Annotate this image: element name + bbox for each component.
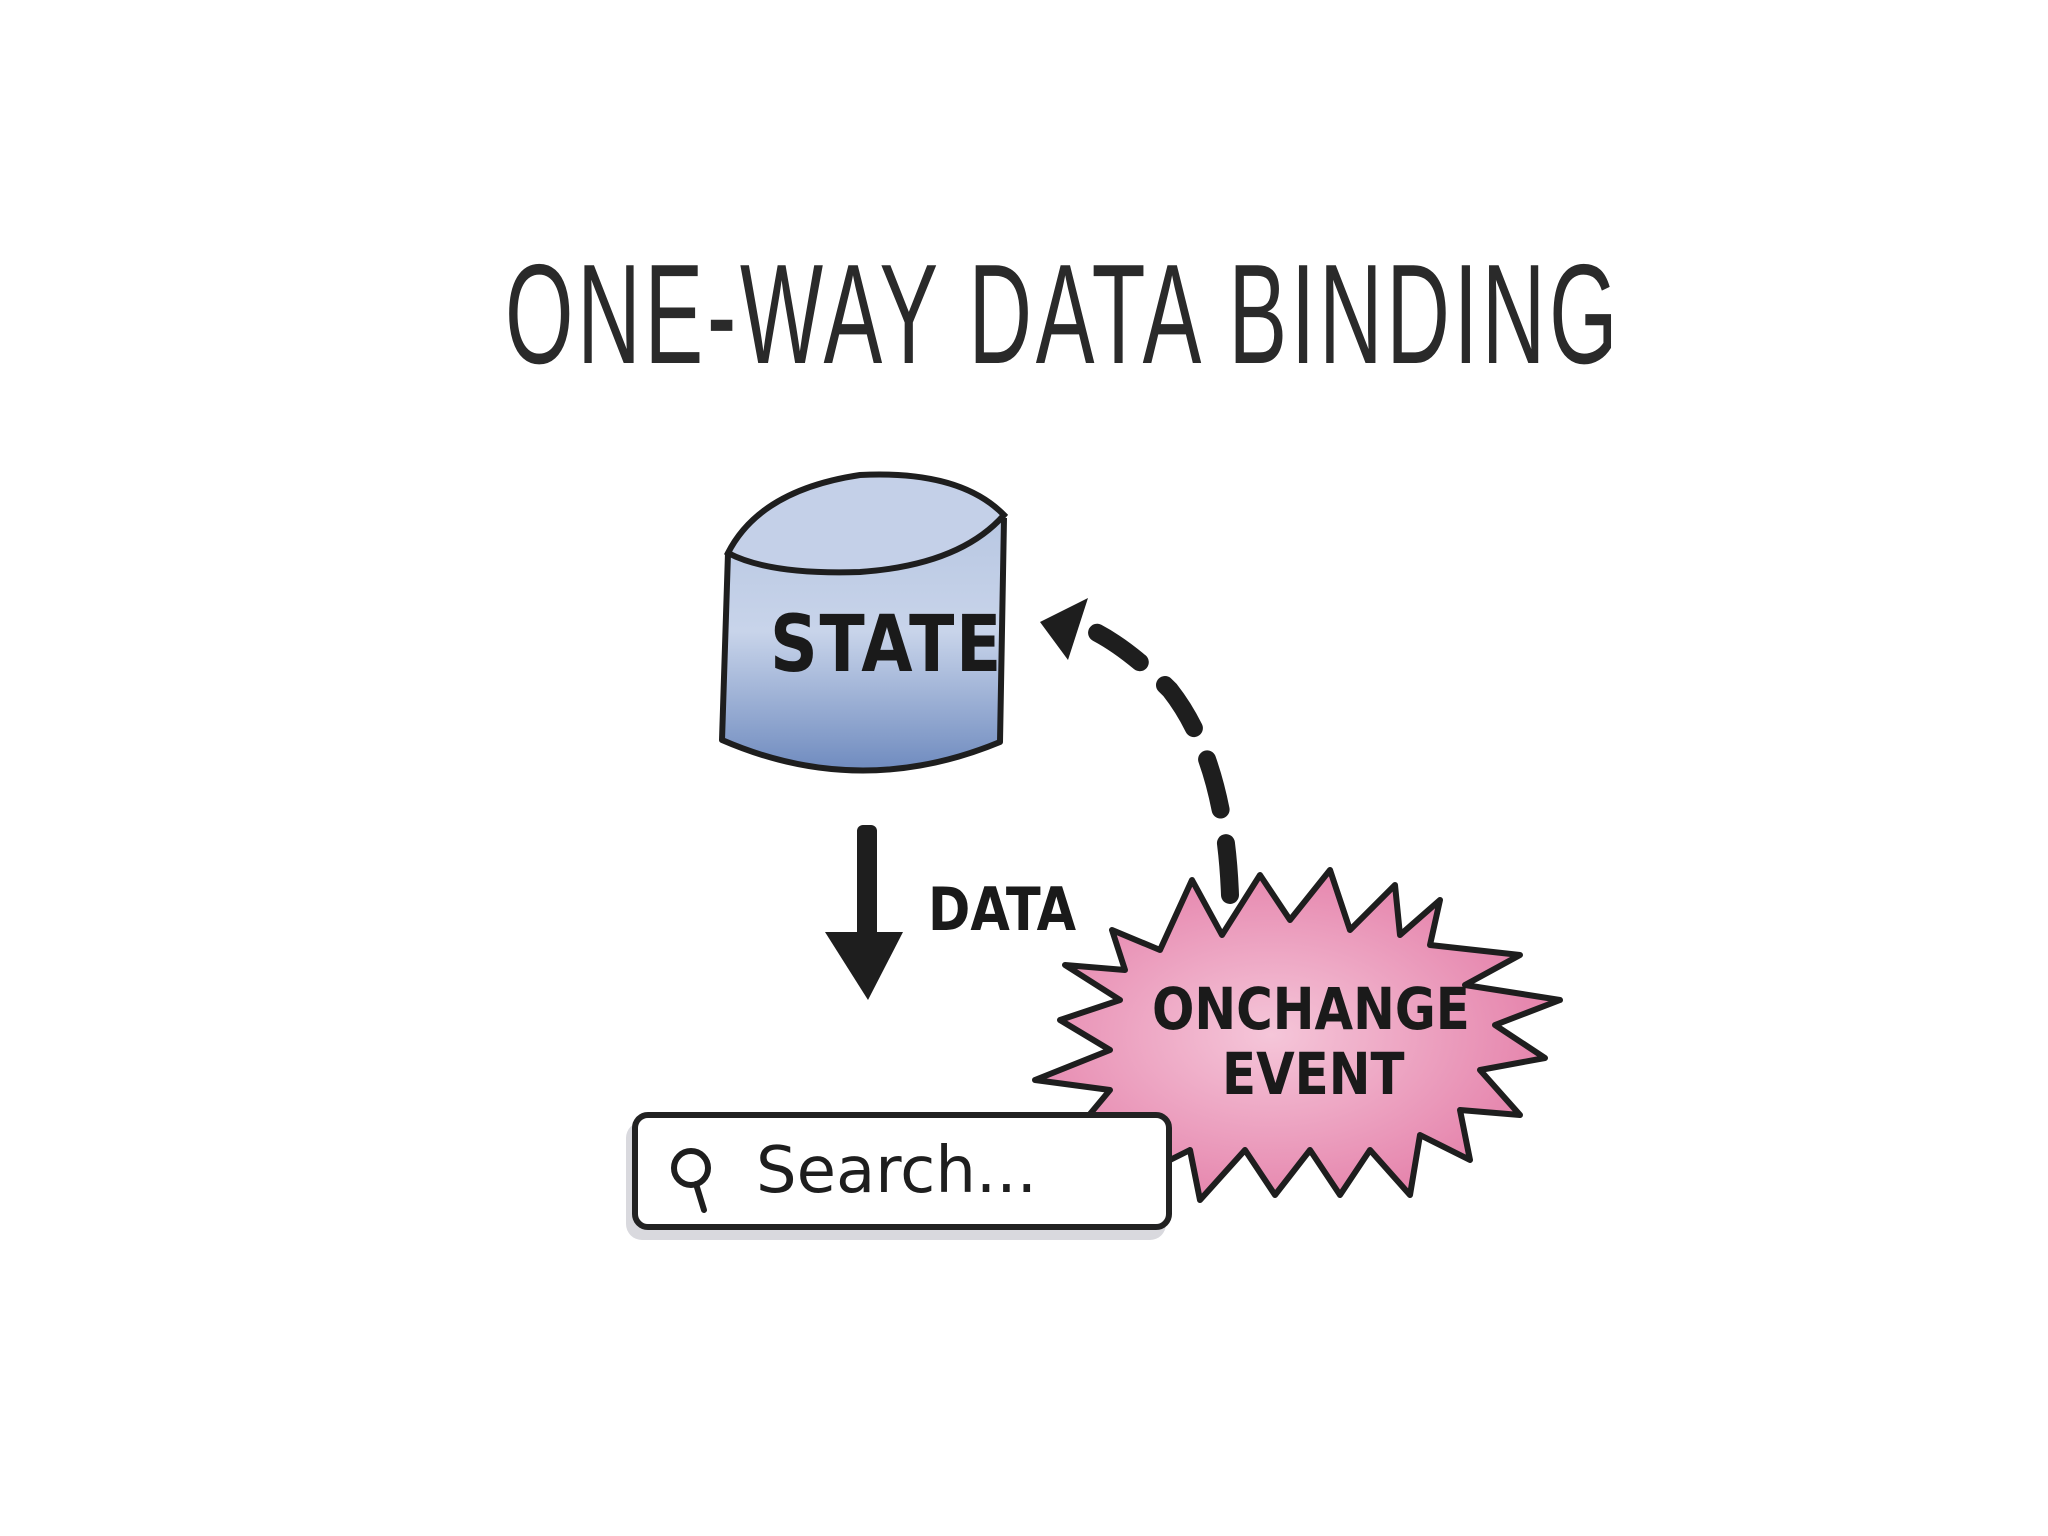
search-icon [671, 1148, 711, 1213]
onchange-arrow-icon [1040, 598, 1239, 904]
search-input[interactable]: Search... [632, 1112, 1172, 1230]
event-label-line2: EVENT [1222, 1040, 1405, 1108]
search-placeholder: Search... [756, 1134, 1037, 1208]
state-label: STATE [770, 600, 1004, 690]
data-arrow-icon [825, 825, 903, 1000]
data-label: DATA [928, 875, 1077, 945]
state-cylinder [719, 471, 1009, 774]
event-label-line1: ONCHANGE [1152, 975, 1470, 1043]
